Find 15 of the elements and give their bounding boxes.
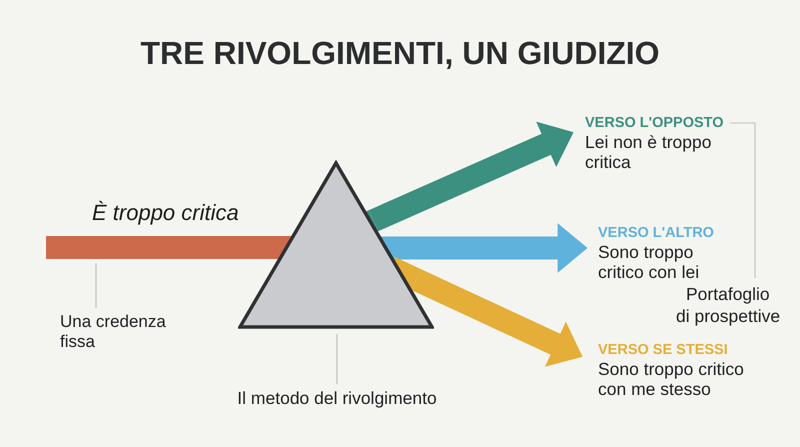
perspective-heading: VERSO L'OPPOSTO bbox=[585, 114, 724, 132]
perspective-text: Sono troppo critico con me stesso bbox=[598, 358, 745, 398]
arrow bbox=[368, 122, 574, 232]
annotation-text: Una credenza fissa bbox=[60, 312, 167, 352]
leader-line bbox=[336, 334, 338, 384]
leader-line bbox=[95, 263, 97, 308]
diagram-title: TRE RIVOLGIMENTI, UN GIUDIZIO bbox=[140, 34, 660, 72]
annotation-text: Il metodo del rivolgimento bbox=[237, 388, 437, 409]
beam-label: È troppo critica bbox=[92, 200, 239, 226]
perspective-text: Lei non è troppo critica bbox=[585, 132, 712, 172]
group-label: Portafoglio di prospettive bbox=[676, 283, 782, 327]
perspective-heading: VERSO L'ALTRO bbox=[598, 224, 714, 242]
perspective-heading: VERSO SE STESSI bbox=[598, 340, 728, 358]
arrow bbox=[412, 269, 583, 367]
perspective-text: Sono troppo critico con lei bbox=[598, 242, 700, 282]
